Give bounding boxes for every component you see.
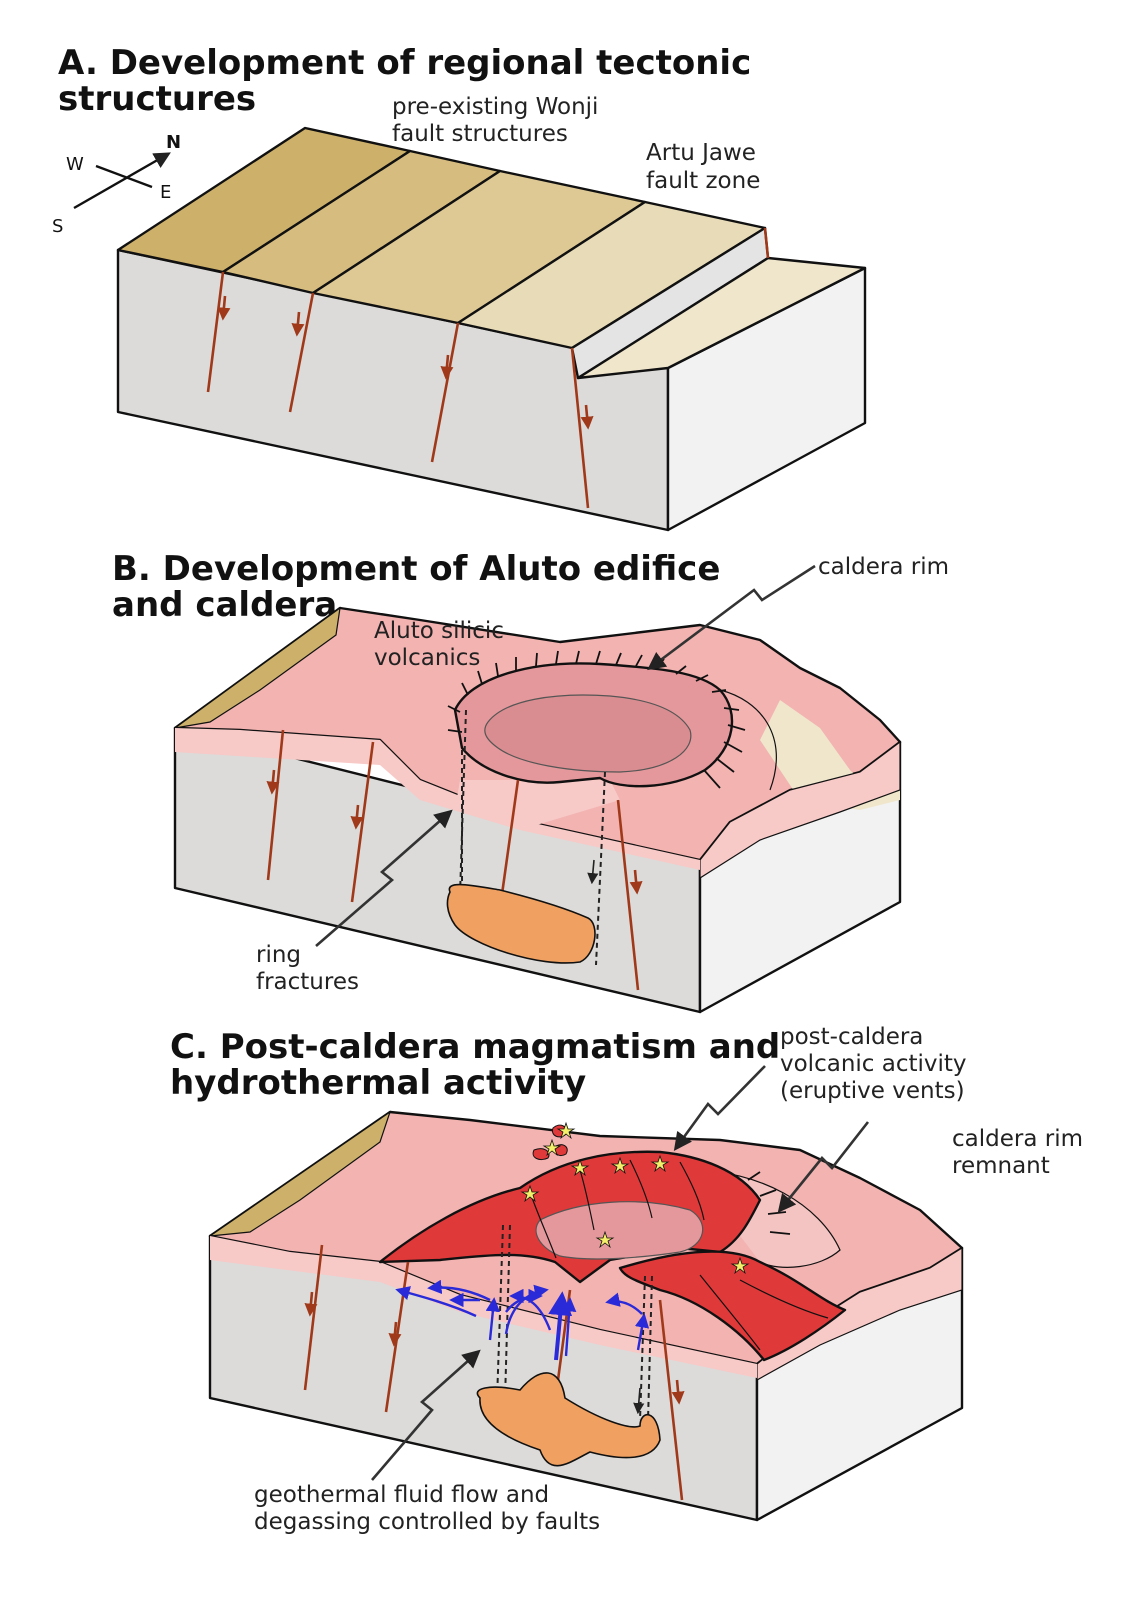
- label-remnant-line1: caldera rim: [952, 1126, 1083, 1152]
- label-artu-line2: fault zone: [646, 168, 760, 194]
- exposed-fault-block-c: [209, 1110, 392, 1237]
- label-post-caldera-line3: (eruptive vents): [780, 1078, 965, 1104]
- geothermal-fluid-arrows: [395, 1279, 650, 1361]
- label-wonji-line1: pre-existing Wonji: [392, 94, 598, 120]
- compass-west-label: W: [66, 154, 84, 175]
- rim-remnant-arrow: [777, 1121, 870, 1213]
- ring-fractures-c: [496, 1224, 653, 1421]
- remnant-hachures: [747, 1171, 791, 1235]
- label-volcanics-line1: Aluto silicic: [374, 618, 504, 644]
- magma-chamber: [446, 883, 596, 964]
- caldera-floor: [484, 694, 692, 773]
- panel-c-title-line1: C. Post-caldera magmatism and: [170, 1027, 780, 1067]
- ring-fractures: [459, 709, 606, 966]
- eruptive-vents: [520, 1121, 750, 1275]
- caldera-rim-arrow: [647, 564, 816, 671]
- compass-east-label: E: [160, 182, 171, 203]
- fluid-flow-arrow: [371, 1349, 481, 1481]
- post-caldera-lava: [378, 1124, 847, 1362]
- panel-a-title-line1: A. Development of regional tectonic: [58, 43, 751, 83]
- panel-c-title-line2: hydrothermal activity: [170, 1063, 586, 1103]
- caldera-floor-c: [535, 1201, 704, 1260]
- post-caldera-arrow: [673, 1065, 766, 1151]
- label-wonji-line2: fault structures: [392, 121, 568, 147]
- fault-block-5: [576, 256, 867, 380]
- magma-chamber-c: [476, 1372, 661, 1467]
- caldera: [447, 650, 777, 791]
- exposed-fault-block: [174, 606, 341, 729]
- label-remnant-line2: remnant: [952, 1153, 1050, 1179]
- panel-a-title-line2: structures: [58, 79, 256, 119]
- label-volcanics-line2: volcanics: [374, 645, 480, 671]
- compass-south-label: S: [52, 216, 63, 237]
- panel-b: B. Development of Aluto edifice and cald…: [112, 549, 949, 1014]
- label-artu-line1: Artu Jawe: [646, 140, 756, 166]
- label-post-caldera-line1: post-caldera: [780, 1024, 923, 1050]
- compass-north-label: N: [166, 132, 181, 153]
- label-ring-line1: ring: [256, 942, 301, 968]
- ring-fracture-arrow: [315, 809, 453, 947]
- label-fluid-line2: degassing controlled by faults: [254, 1509, 600, 1535]
- panel-b-title-line1: B. Development of Aluto edifice: [112, 549, 720, 589]
- lava-flow-east: [618, 1250, 847, 1362]
- panel-a-faults: [206, 227, 770, 509]
- label-caldera-rim: caldera rim: [818, 554, 949, 580]
- panel-c: C. Post-caldera magmatism and hydrotherm…: [170, 1024, 1083, 1535]
- compass-rose: N E S W: [52, 132, 181, 237]
- label-fluid-line1: geothermal fluid flow and: [254, 1482, 549, 1508]
- label-ring-line2: fractures: [256, 969, 359, 995]
- label-post-caldera-line2: volcanic activity: [780, 1051, 967, 1077]
- panel-b-title-line2: and caldera: [112, 585, 337, 625]
- panel-a: A. Development of regional tectonic stru…: [52, 43, 867, 532]
